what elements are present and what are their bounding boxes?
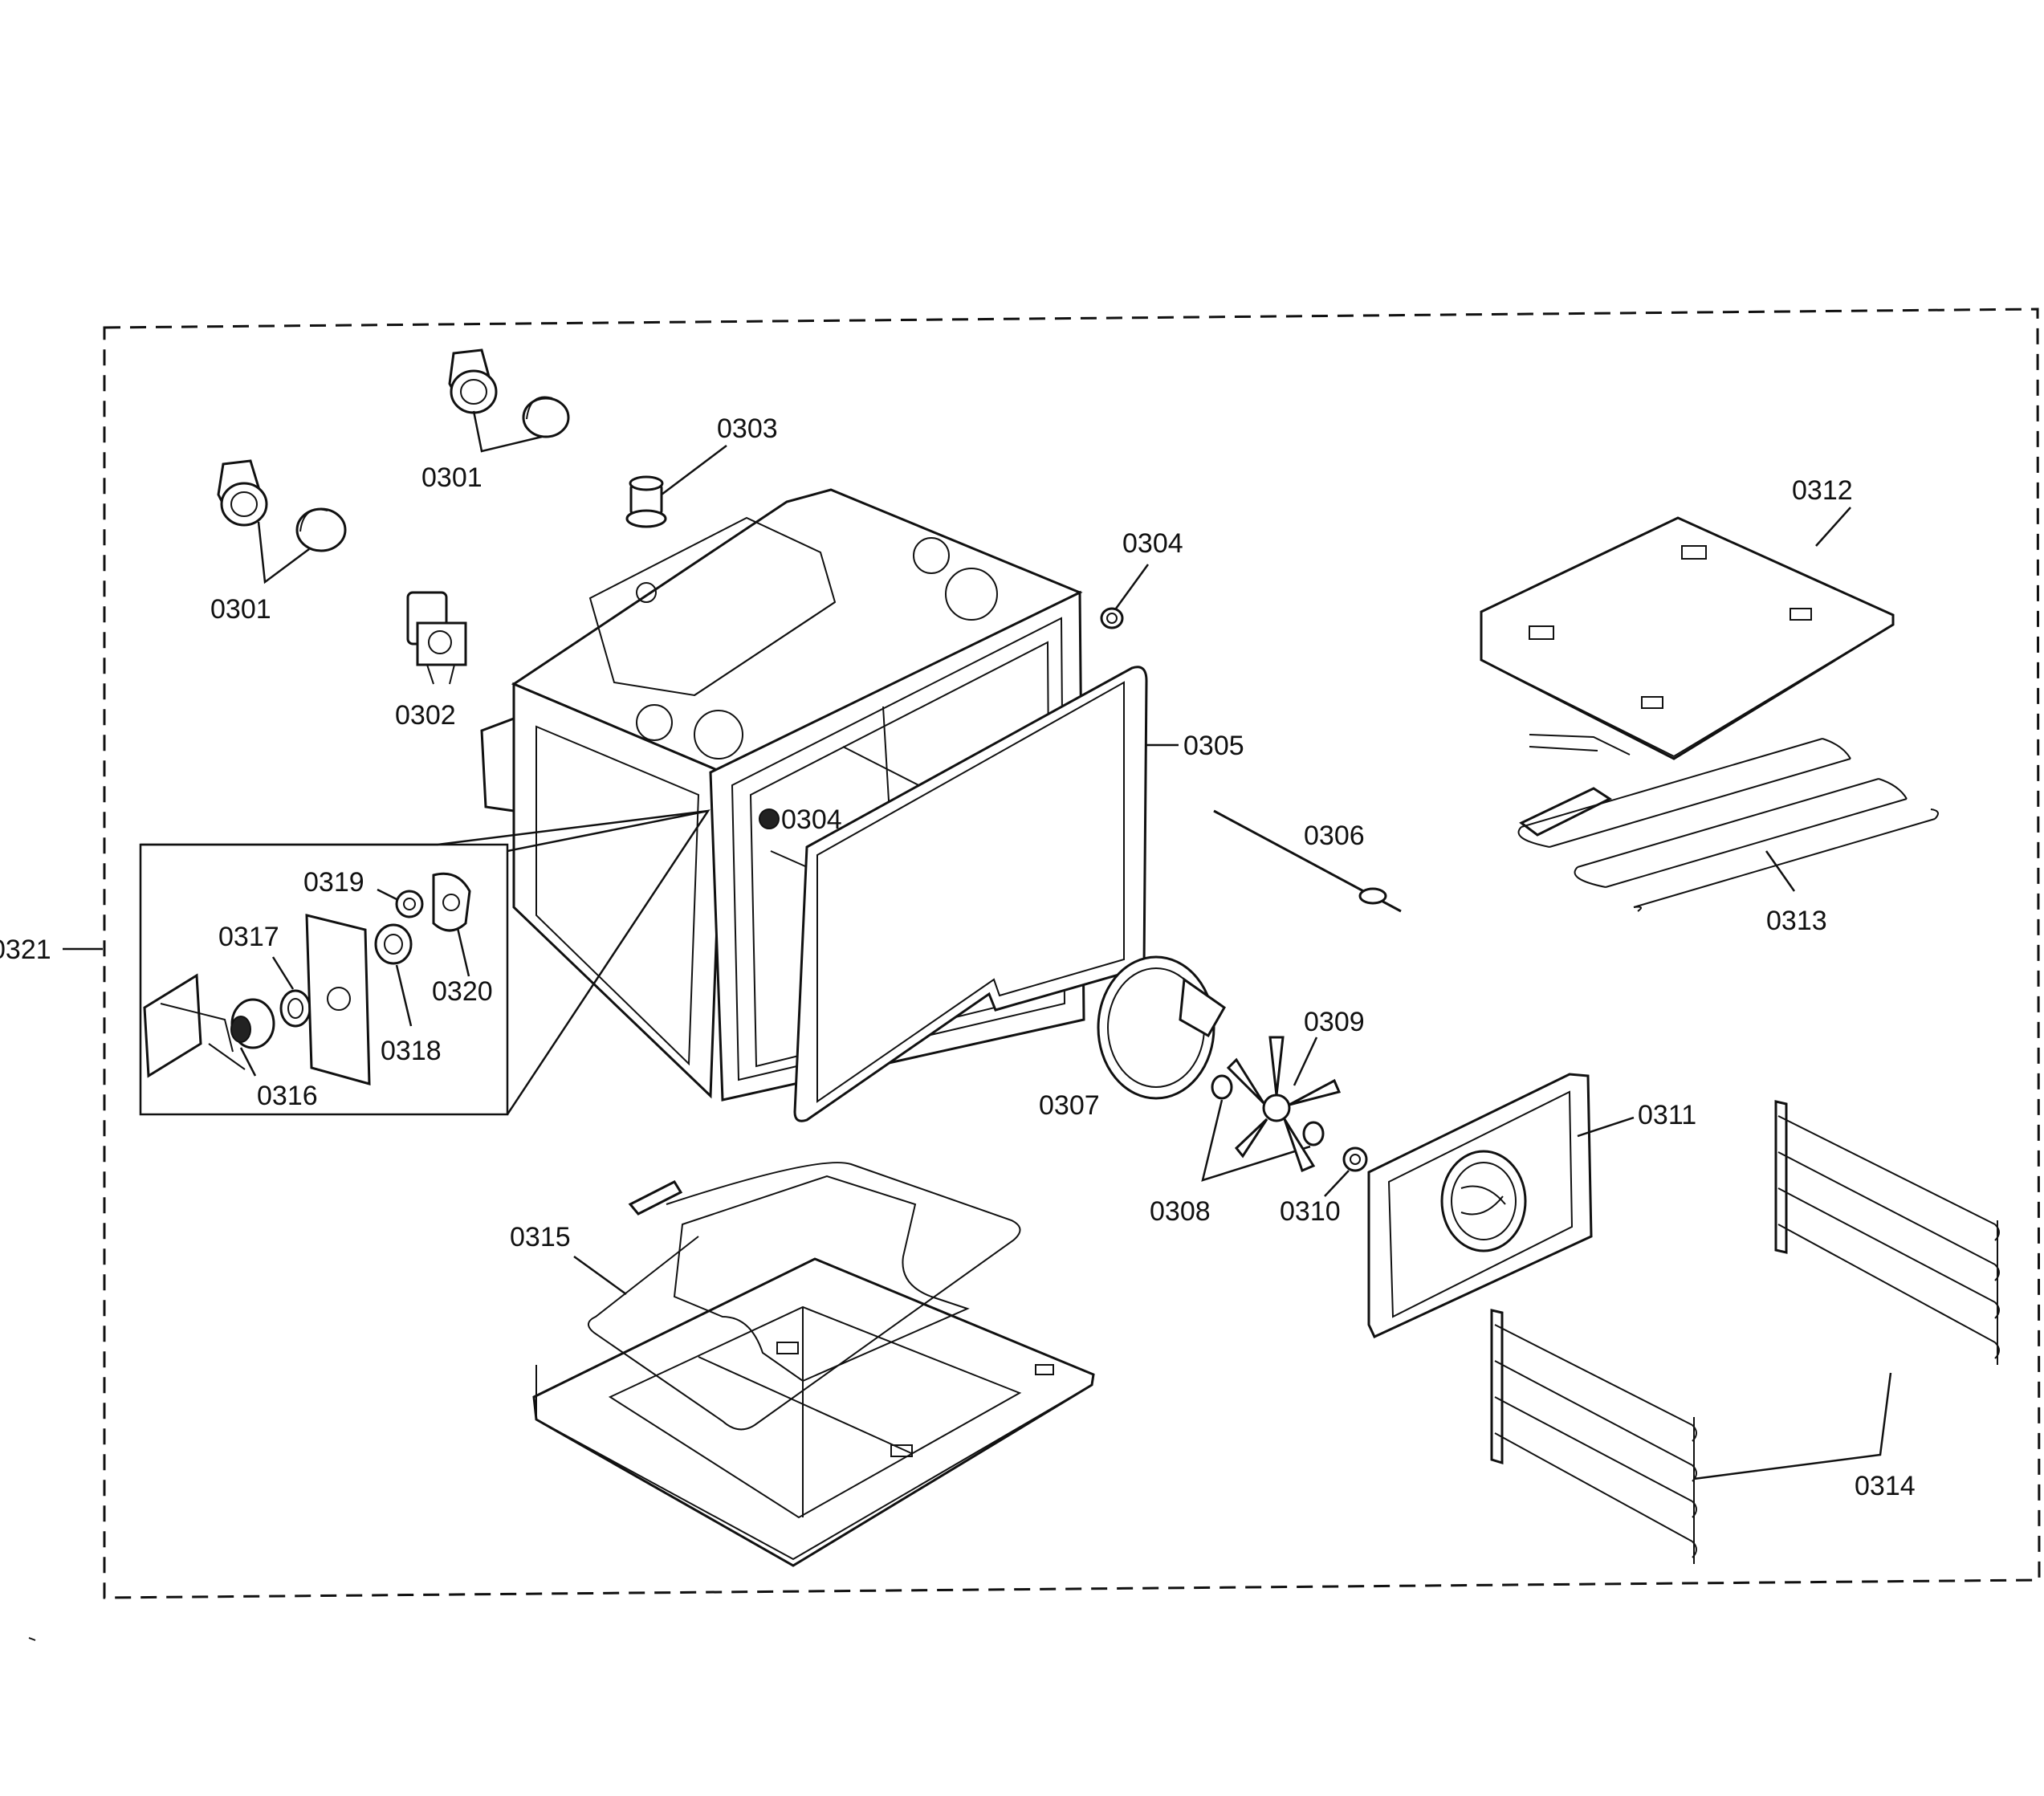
label-0316: 0316 <box>257 1081 318 1111</box>
label-0304-front: 0304 <box>781 804 842 835</box>
label-0313: 0313 <box>1766 906 1827 936</box>
label-0308: 0308 <box>1150 1196 1211 1227</box>
label-0315: 0315 <box>510 1222 571 1252</box>
label-0314: 0314 <box>1855 1471 1916 1501</box>
label-0310: 0310 <box>1280 1196 1341 1227</box>
scan-mark <box>28 1637 36 1641</box>
leader-0316 <box>239 1047 257 1077</box>
leader-0310 <box>1324 1170 1350 1197</box>
light-socket-0316 <box>143 973 275 1078</box>
label-0309: 0309 <box>1304 1007 1365 1037</box>
leader-0317 <box>271 956 295 990</box>
leader-0301-left <box>257 521 310 584</box>
label-0302: 0302 <box>395 700 456 731</box>
label-0311: 0311 <box>1638 1100 1696 1130</box>
label-0319: 0319 <box>303 867 364 898</box>
leader-0318 <box>395 964 413 1027</box>
bottom-panel <box>532 1257 1095 1567</box>
assembly-boundary <box>103 307 2041 1599</box>
assembly-label: 0321 <box>0 935 51 965</box>
leader-0309 <box>1293 1036 1318 1086</box>
label-0305: 0305 <box>1183 731 1244 761</box>
washer-0308-b <box>1302 1121 1325 1146</box>
label-0318: 0318 <box>381 1036 442 1066</box>
leader-0308 <box>1201 1099 1311 1182</box>
leader-0313 <box>1765 850 1796 892</box>
mounting-plate <box>305 914 371 1085</box>
lamp-assembly-left <box>217 459 347 552</box>
door-gasket-0305 <box>793 666 1148 1122</box>
rack-support-0314-b <box>1490 1309 1697 1564</box>
washer-0308-a <box>1211 1074 1233 1100</box>
inset-panel <box>139 843 509 1116</box>
label-0307: 0307 <box>1039 1090 1100 1121</box>
label-0306: 0306 <box>1304 821 1365 851</box>
leader-0304-top <box>1114 564 1150 609</box>
nut-0310 <box>1342 1146 1368 1172</box>
leader-0320 <box>456 927 470 977</box>
leader-0312 <box>1815 507 1851 547</box>
leader-0314 <box>1693 1372 1892 1480</box>
fan-blade-0309 <box>1226 1036 1342 1173</box>
cover-plate-0312 <box>1480 516 1895 760</box>
light-cover-0304-front <box>759 808 780 829</box>
sensor-0303 <box>625 475 667 528</box>
lamp-assembly-top <box>448 348 570 438</box>
seal-ring-0317 <box>279 989 311 1028</box>
label-0317: 0317 <box>218 922 279 952</box>
label-0301-left: 0301 <box>210 594 271 625</box>
leader-0303 <box>661 445 727 495</box>
leader-0319 <box>377 888 397 901</box>
label-0320: 0320 <box>432 976 493 1007</box>
leader-0315 <box>573 1255 627 1296</box>
probe-0306 <box>1213 809 1402 913</box>
lamp-holder-0318 <box>374 923 413 965</box>
leader-0311 <box>1577 1116 1635 1138</box>
light-cover-0304-top <box>1100 607 1124 629</box>
label-0312: 0312 <box>1792 475 1853 506</box>
gasket-0319 <box>395 890 424 918</box>
convection-element-0307 <box>1097 955 1226 1100</box>
bake-element-0315 <box>588 1162 1021 1431</box>
label-0304-top: 0304 <box>1122 528 1183 559</box>
top-element-0313 <box>1517 734 1939 912</box>
fan-cover-0311 <box>1367 1073 1593 1338</box>
leader-0301-top <box>472 410 543 453</box>
label-0301-top: 0301 <box>421 462 482 493</box>
fan-motor-0302 <box>406 591 467 685</box>
label-0303: 0303 <box>717 413 778 444</box>
bracket-0320 <box>432 872 471 932</box>
rack-support-0314-a <box>1774 1100 2000 1365</box>
